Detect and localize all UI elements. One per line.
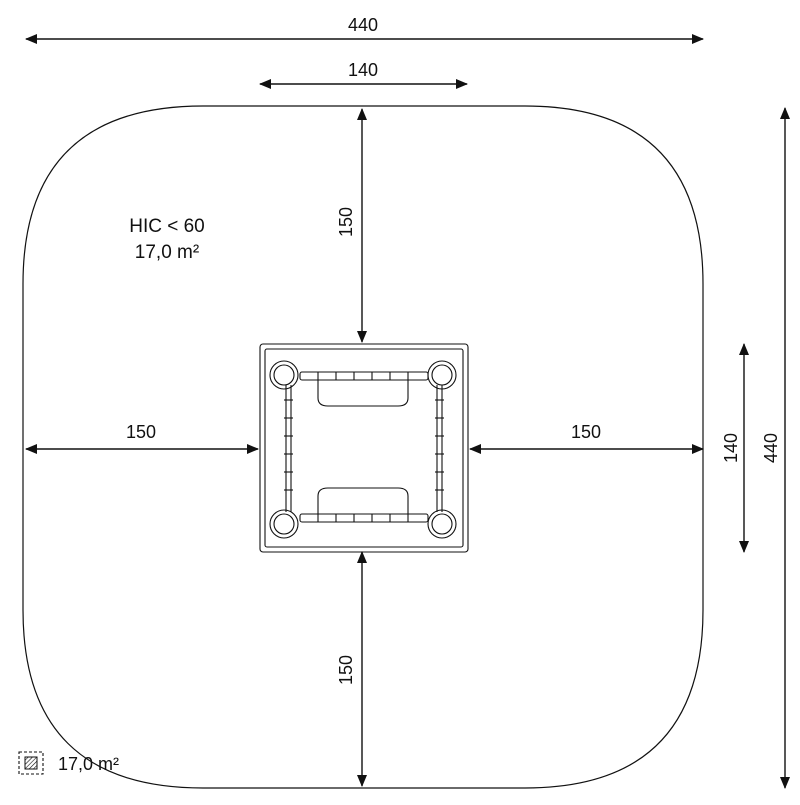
- equipment-frame-inner: [264, 348, 464, 548]
- overall-width-label: 440: [348, 15, 378, 35]
- corner-post-bl: [269, 509, 299, 539]
- top-beam: [299, 371, 429, 381]
- equipment-depth-label: 140: [721, 433, 741, 463]
- corner-post-br: [427, 509, 457, 539]
- legend: 17,0 m²: [18, 751, 119, 775]
- swing-seat-bottom: [317, 487, 409, 514]
- zone-area-label: 17,0 m²: [135, 242, 199, 263]
- bottom-beam: [299, 513, 429, 523]
- bottom-clearance-label: 150: [336, 655, 356, 685]
- corner-post-tr: [427, 360, 457, 390]
- left-railing: [284, 385, 293, 512]
- left-clearance-label: 150: [126, 422, 156, 442]
- overall-depth-label: 440: [761, 433, 781, 463]
- hic-label: HIC < 60: [129, 216, 205, 237]
- legend-area-label: 17,0 m²: [58, 754, 119, 774]
- right-clearance-label: 150: [571, 422, 601, 442]
- play-equipment: [259, 343, 469, 553]
- right-railing: [435, 385, 444, 512]
- hatched-square-icon: [18, 751, 44, 775]
- swing-seat-top: [317, 380, 409, 407]
- equipment-width-label: 140: [348, 60, 378, 80]
- equipment-frame-outer: [259, 343, 469, 553]
- corner-post-tl: [269, 360, 299, 390]
- safety-zone-outline: [22, 105, 704, 789]
- top-clearance-label: 150: [336, 207, 356, 237]
